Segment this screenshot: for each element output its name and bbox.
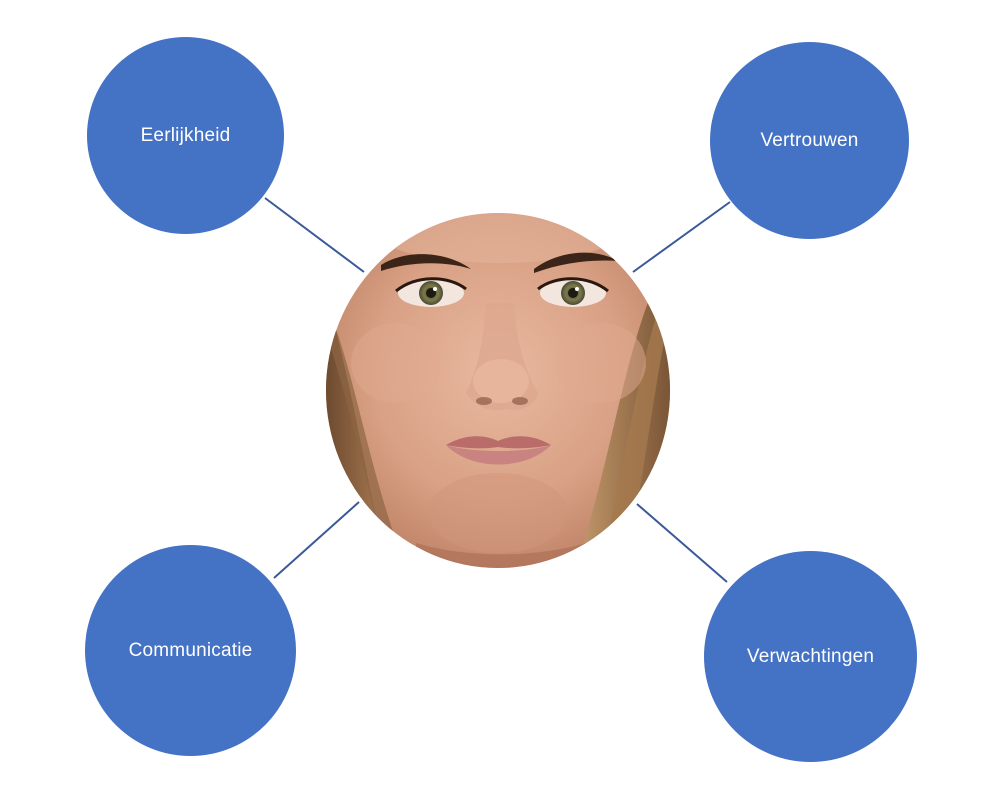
node-label-communicatie: Communicatie [128, 639, 253, 661]
node-label-eerlijkheid: Eerlijkheid [140, 124, 231, 146]
center-portrait-photo [326, 213, 670, 568]
connector-vertrouwen [632, 201, 731, 273]
node-eerlijkheid: Eerlijkheid [87, 37, 284, 234]
connector-eerlijkheid [264, 197, 365, 273]
face-portrait-image [326, 213, 670, 568]
node-label-verwachtingen: Verwachtingen [746, 645, 875, 667]
connector-verwachtingen [636, 503, 728, 583]
node-verwachtingen: Verwachtingen [704, 551, 917, 762]
node-label-vertrouwen: Vertrouwen [760, 129, 859, 151]
connector-communicatie [273, 501, 360, 579]
node-vertrouwen: Vertrouwen [710, 42, 909, 239]
node-communicatie: Communicatie [85, 545, 296, 756]
